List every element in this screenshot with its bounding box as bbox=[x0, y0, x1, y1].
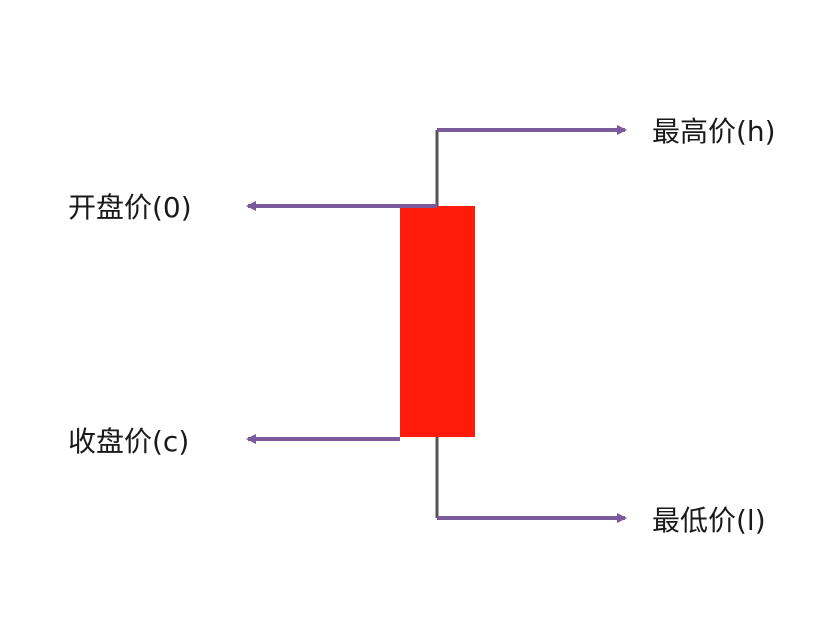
close-price-label: 收盘价(c) bbox=[68, 425, 189, 458]
low-price-label: 最低价(l) bbox=[652, 504, 766, 537]
open-price-label: 开盘价(0) bbox=[68, 191, 192, 224]
candle-body bbox=[400, 206, 475, 437]
high-price-label: 最高价(h) bbox=[652, 115, 776, 148]
